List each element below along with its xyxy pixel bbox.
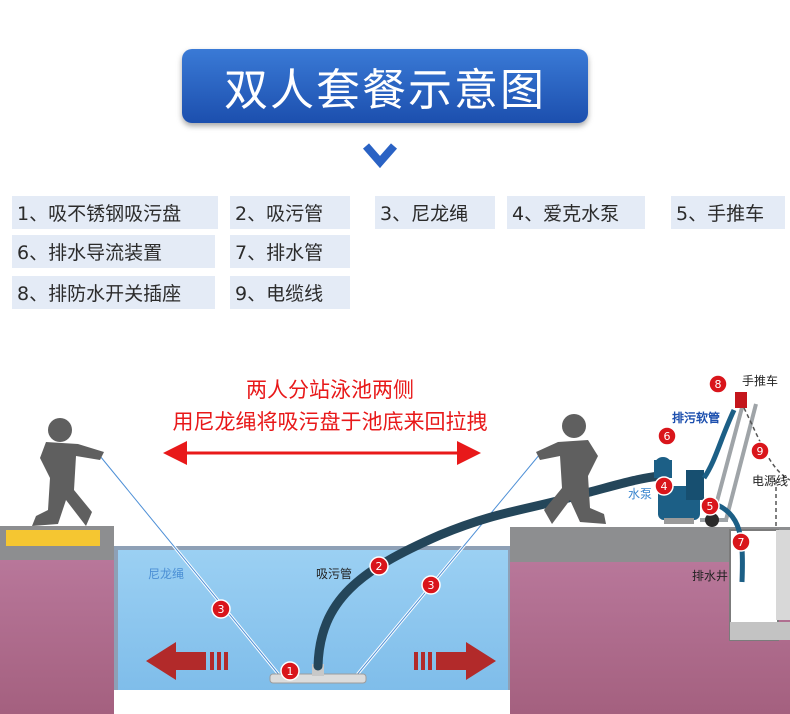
marker-9: 9 — [750, 441, 770, 461]
pool-cleaning-diagram: 尼龙绳 吸污管 吸污盘 手推车 排污软管 水泵 电源线 排水井 1 2 3 3 … — [0, 373, 790, 714]
svg-text:8: 8 — [715, 378, 722, 391]
label-drain-well: 排水井 — [692, 569, 728, 583]
cart-wheel — [705, 513, 719, 527]
person-right-silhouette — [536, 414, 606, 524]
pool-floor — [114, 690, 510, 714]
legend-item-4: 4、爱克水泵 — [507, 196, 645, 229]
svg-text:1: 1 — [287, 665, 294, 678]
marker-1: 1 — [280, 661, 300, 681]
label-cart: 手推车 — [742, 373, 778, 388]
legend-item-7: 7、排水管 — [230, 235, 350, 268]
svg-text:4: 4 — [661, 480, 668, 493]
legend-item-9: 9、电缆线 — [230, 276, 350, 309]
label-nylon-rope: 尼龙绳 — [148, 567, 184, 581]
legend-item-6: 6、排水导流装置 — [12, 235, 215, 268]
svg-text:2: 2 — [376, 560, 383, 573]
headline-line-1: 两人分站泳池两侧 — [246, 378, 414, 402]
svg-text:7: 7 — [738, 536, 745, 549]
page-title: 双人套餐示意图 — [182, 49, 588, 123]
switch-socket — [735, 392, 747, 408]
label-suction-hose: 吸污管 — [316, 566, 352, 581]
legend-item-3: 3、尼龙绳 — [375, 196, 495, 229]
svg-text:5: 5 — [707, 500, 714, 513]
marker-4: 4 — [654, 476, 674, 496]
discharge-hose — [701, 408, 737, 480]
label-power-cord: 电源线 — [752, 474, 788, 488]
marker-6: 6 — [657, 426, 677, 446]
marker-3-left: 3 — [211, 599, 231, 619]
suction-hose — [313, 471, 665, 671]
person-left-silhouette — [32, 418, 104, 526]
svg-text:9: 9 — [757, 445, 764, 458]
svg-text:3: 3 — [218, 603, 225, 616]
arrow-right-icon — [414, 642, 496, 680]
legend-item-2: 2、吸污管 — [230, 196, 350, 229]
marker-2: 2 — [369, 556, 389, 576]
yellow-mark — [6, 530, 100, 546]
marker-3-right: 3 — [421, 575, 441, 595]
label-suction-plate: 吸污盘 — [296, 694, 332, 709]
marker-5: 5 — [700, 496, 720, 516]
ground-left — [0, 560, 114, 714]
legend-item-5: 5、手推车 — [671, 196, 785, 229]
marker-8: 8 — [708, 374, 728, 394]
legend-item-1: 1、吸不锈钢吸污盘 — [12, 196, 218, 229]
svg-text:3: 3 — [428, 579, 435, 592]
chevron-down-icon — [362, 143, 398, 169]
legend-item-8: 8、排防水开关插座 — [12, 276, 215, 309]
label-pump: 水泵 — [628, 487, 652, 501]
marker-7: 7 — [731, 532, 751, 552]
arrow-left-icon — [146, 642, 228, 680]
label-discharge-hose: 排污软管 — [672, 410, 720, 425]
headline-line-2: 用尼龙绳将吸污盘于池底来回拉拽 — [172, 410, 488, 434]
svg-text:6: 6 — [664, 430, 671, 443]
